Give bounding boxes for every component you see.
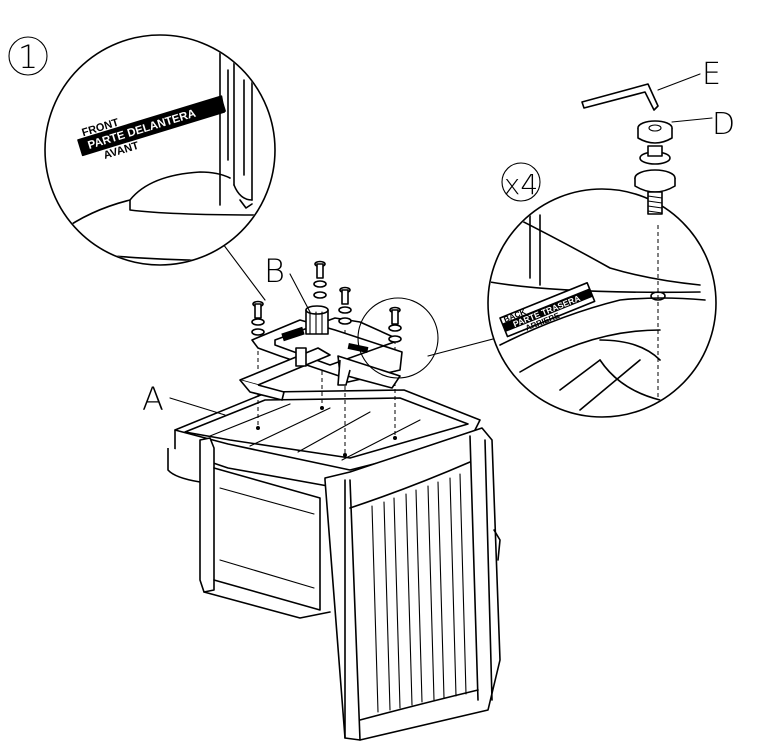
bolt-part-d: D [634,107,735,215]
step-circle [8,36,48,76]
part-d-label: D [712,107,735,142]
front-leg [199,437,215,593]
screw-1 [251,300,265,336]
hex-key-icon [581,83,659,111]
part-d-leader [671,117,713,123]
swivel-plate-part-b [239,305,403,401]
front-detail-seat-edge [59,171,231,233]
part-a-leader [169,397,226,416]
part-b-callout: B [264,252,311,313]
back-detail-circle [487,188,717,418]
front-detail-post [219,39,253,206]
seat-slats [209,403,421,461]
front-detail-leader [219,239,266,301]
front-detail-view: FRONT PARTE DELANTERA AVANT [44,34,276,301]
back-detail-view: BACK PARTE TRASERA ARRIERE [427,188,717,418]
part-b-leader [289,273,311,313]
part-a-label: A [142,380,164,418]
step-number: 1 [18,38,38,76]
back-detail-source-circle [357,297,439,379]
screw-4 [388,306,402,343]
hex-key-part-e: E [581,57,721,111]
back-label-sticker: BACK PARTE TRASERA ARRIERE [499,281,596,338]
front-detail-circle [44,34,276,266]
part-b-label: B [264,252,285,290]
quantity-circle [501,162,541,202]
step-indicator: 1 [8,36,48,76]
part-e-label: E [702,57,721,92]
part-e-leader [657,73,701,91]
quantity-text: x4 [504,168,538,201]
chair-assembly [167,260,501,741]
backrest [324,427,501,741]
front-apron [213,467,321,611]
screws [251,260,402,343]
screw-2 [313,260,327,299]
part-a-callout: A [142,380,226,418]
quantity-callout: x4 [501,162,541,202]
backrest-slats [371,473,467,713]
back-detail-seat-edge [499,209,701,286]
screw-3 [338,286,352,325]
